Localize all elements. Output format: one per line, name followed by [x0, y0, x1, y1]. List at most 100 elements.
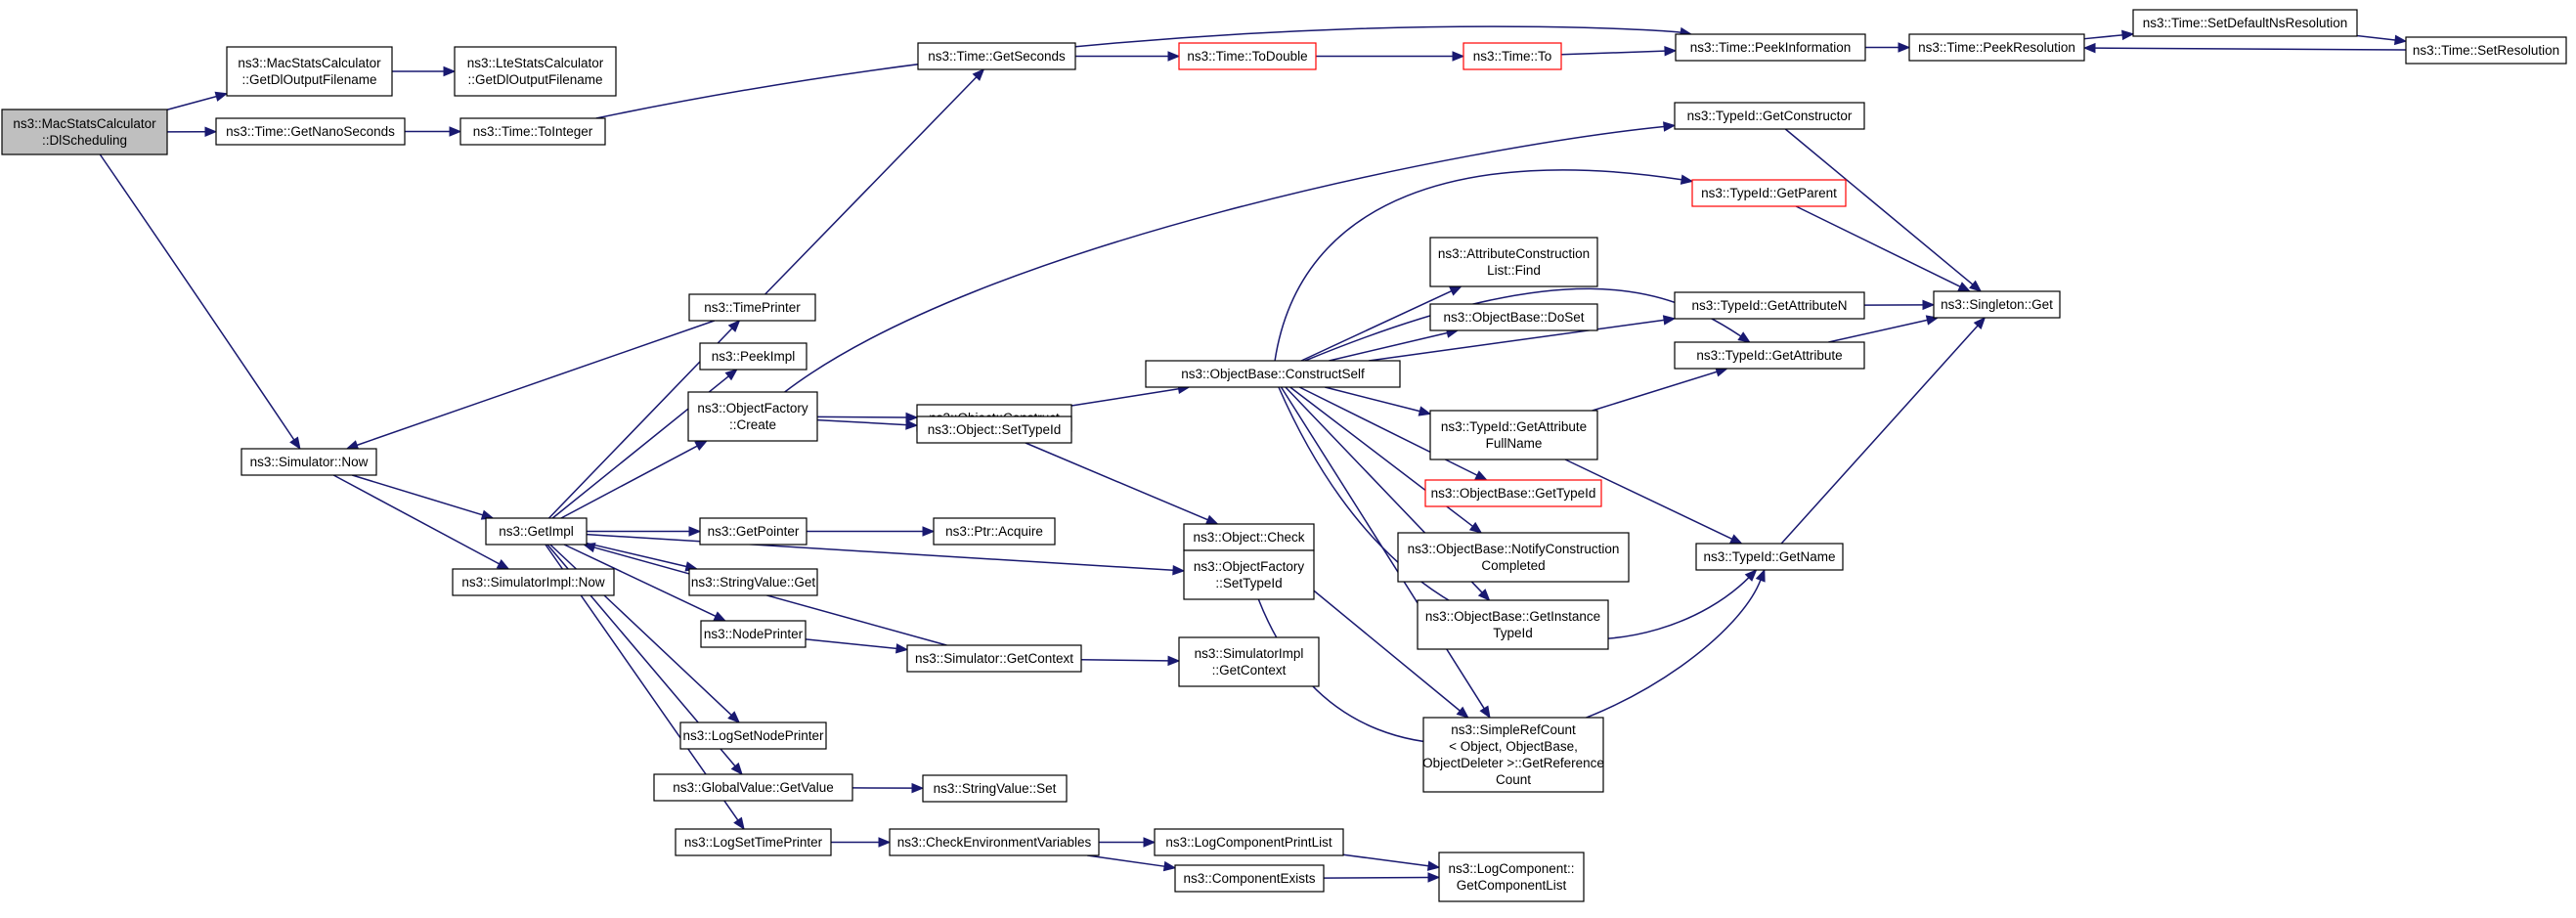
node-ns3-time-setresolution[interactable]: ns3::Time::SetResolution	[2405, 36, 2567, 65]
node-ns3-time-setdefaultnsresolution[interactable]: ns3::Time::SetDefaultNsResolution	[2132, 9, 2358, 37]
node-ns3-typeid-getname[interactable]: ns3::TypeId::GetName	[1695, 543, 1844, 571]
arrowhead-icon	[1427, 872, 1441, 883]
node-ns3-singleton-get[interactable]: ns3::Singleton::Get	[1933, 290, 2061, 319]
node-label: ns3::MacStatsCalculator	[13, 116, 156, 131]
node-box	[688, 568, 818, 596]
node-ns3-object-check[interactable]: ns3::Object::Check	[1183, 523, 1315, 551]
node-box	[1424, 479, 1602, 507]
call-edge-n6-to-n7	[1316, 51, 1465, 62]
call-edge-n25-to-n18	[1592, 367, 1728, 412]
call-edge-line	[1795, 205, 1961, 287]
node-label: ns3::ObjectFactory	[697, 401, 808, 415]
node-ns3-logsettimeprinter[interactable]: ns3::LogSetTimePrinter	[675, 828, 832, 856]
arrowhead-icon	[733, 816, 745, 831]
node-box	[1691, 179, 1847, 207]
node-ns3-time-todouble[interactable]: ns3::Time::ToDouble	[1178, 42, 1317, 70]
node-ns3-peekimpl[interactable]: ns3::PeekImpl	[699, 342, 808, 371]
node-label: GetComponentList	[1457, 878, 1567, 893]
node-ns3-object-settypeid[interactable]: ns3::Object::SetTypeId	[916, 415, 1072, 444]
node-label: ns3::ObjectBase::ConstructSelf	[1181, 367, 1365, 381]
node-ns3-simulatorimpl-now[interactable]: ns3::SimulatorImpl::Now	[452, 568, 615, 596]
node-ns3-simulatorimpl-getcontext[interactable]: ns3::SimulatorImpl::GetContext	[1178, 636, 1320, 687]
node-label: ns3::Time::To	[1473, 49, 1552, 64]
call-edge-n1-to-n2	[392, 66, 457, 77]
arrowhead-icon	[1898, 42, 1911, 53]
arrowhead-icon	[2393, 34, 2408, 46]
node-ns3-nodeprinter[interactable]: ns3::NodePrinter	[700, 620, 807, 648]
node-ns3-getimpl[interactable]: ns3::GetImpl	[485, 517, 588, 546]
node-ns3-simplerefcount-object-objectbase-objectdeleter-getreference-count[interactable]: ns3::SimpleRefCount< Object, ObjectBase,…	[1422, 717, 1604, 793]
node-ns3-typeid-getparent[interactable]: ns3::TypeId::GetParent	[1691, 179, 1847, 207]
node-ns3-ltestatscalculator-getdloutputfilename[interactable]: ns3::LteStatsCalculator::GetDlOutputFile…	[454, 46, 617, 97]
node-box	[452, 568, 615, 596]
node-ns3-logcomponentprintlist[interactable]: ns3::LogComponentPrintList	[1154, 828, 1344, 856]
node-ns3-simulator-getcontext[interactable]: ns3::Simulator::GetContext	[906, 644, 1082, 673]
node-box	[1422, 717, 1604, 793]
node-ns3-globalvalue-getvalue[interactable]: ns3::GlobalValue::GetValue	[653, 773, 853, 802]
call-edge-n10-to-n11	[2356, 34, 2408, 46]
arrowhead-icon	[1204, 514, 1219, 525]
node-ns3-typeid-getattribute[interactable]: ns3::TypeId::GetAttribute	[1674, 341, 1865, 370]
node-box	[687, 391, 818, 442]
node-ns3-time-to[interactable]: ns3::Time::To	[1463, 42, 1562, 70]
node-ns3-time-getseconds[interactable]: ns3::Time::GetSeconds	[917, 42, 1076, 70]
node-label: ns3::TypeId::GetConstructor	[1687, 109, 1853, 123]
node-ns3-time-tointeger[interactable]: ns3::Time::ToInteger	[459, 117, 606, 146]
arrowhead-icon	[1744, 569, 1758, 582]
node-ns3-objectfactory-settypeid[interactable]: ns3::ObjectFactory::SetTypeId	[1183, 549, 1315, 600]
node-ns3-objectbase-constructself[interactable]: ns3::ObjectBase::ConstructSelf	[1145, 360, 1401, 388]
node-box	[1183, 549, 1315, 600]
node-ns3-objectfactory-create[interactable]: ns3::ObjectFactory::Create	[687, 391, 818, 442]
node-box	[1674, 291, 1865, 320]
call-edge-line	[593, 546, 947, 646]
arrowhead-icon	[694, 440, 709, 452]
arrowhead-icon	[972, 68, 985, 81]
node-ns3-typeid-getconstructor[interactable]: ns3::TypeId::GetConstructor	[1674, 102, 1865, 130]
node-ns3-macstatscalculator-dlscheduling[interactable]: ns3::MacStatsCalculator::DlScheduling	[1, 109, 168, 155]
node-ns3-ptr-acquire[interactable]: ns3::Ptr::Acquire	[933, 517, 1056, 546]
node-ns3-objectbase-notifyconstruction-completed[interactable]: ns3::ObjectBase::NotifyConstructionCompl…	[1397, 532, 1630, 583]
node-ns3-macstatscalculator-getdloutputfilename[interactable]: ns3::MacStatsCalculator::GetDlOutputFile…	[226, 46, 393, 97]
arrowhead-icon	[2082, 42, 2096, 54]
node-ns3-logcomponent-getcomponentlist[interactable]: ns3::LogComponent::GetComponentList	[1438, 852, 1585, 902]
arrowhead-icon	[204, 126, 218, 137]
node-box	[1145, 360, 1401, 388]
node-label: ns3::PeekImpl	[712, 349, 796, 364]
call-edge-n30-to-n31	[807, 526, 936, 537]
call-edge-line	[816, 418, 907, 426]
node-ns3-getpointer[interactable]: ns3::GetPointer	[699, 517, 808, 546]
node-ns3-time-getnanoseconds[interactable]: ns3::Time::GetNanoSeconds	[215, 117, 406, 146]
node-ns3-logsetnodeprinter[interactable]: ns3::LogSetNodePrinter	[679, 721, 827, 750]
node-ns3-stringvalue-get[interactable]: ns3::StringValue::Get	[688, 568, 818, 596]
node-ns3-time-peekinformation[interactable]: ns3::Time::PeekInformation	[1675, 33, 1866, 62]
node-ns3-timeprinter[interactable]: ns3::TimePrinter	[688, 293, 816, 322]
node-label: ns3::Singleton::Get	[1941, 297, 2053, 312]
call-edge-n7-to-n8	[1560, 45, 1678, 57]
arrowhead-icon	[1449, 285, 1463, 296]
arrowhead-icon	[730, 762, 743, 776]
arrowhead-icon	[345, 440, 360, 451]
call-edge-n46-to-n48	[1087, 854, 1177, 872]
call-edge-n23-to-n14	[1300, 285, 1463, 362]
node-box	[485, 517, 588, 546]
node-ns3-time-peekresolution[interactable]: ns3::Time::PeekResolution	[1908, 33, 2085, 62]
node-ns3-simulator-now[interactable]: ns3::Simulator::Now	[240, 448, 377, 476]
call-edge-line	[99, 153, 295, 441]
node-ns3-checkenvironmentvariables[interactable]: ns3::CheckEnvironmentVariables	[889, 828, 1100, 856]
node-box	[675, 828, 832, 856]
node-box	[2132, 9, 2358, 37]
node-box	[1933, 290, 2061, 319]
arrowhead-icon	[727, 711, 741, 723]
node-ns3-typeid-getattributen[interactable]: ns3::TypeId::GetAttributeN	[1674, 291, 1865, 320]
node-ns3-componentexists[interactable]: ns3::ComponentExists	[1174, 864, 1325, 893]
node-label: ns3::Object::SetTypeId	[928, 422, 1062, 437]
node-ns3-objectbase-doset[interactable]: ns3::ObjectBase::DoSet	[1429, 303, 1598, 331]
node-ns3-objectbase-gettypeid[interactable]: ns3::ObjectBase::GetTypeId	[1424, 479, 1602, 507]
node-box	[916, 415, 1072, 444]
node-ns3-stringvalue-set[interactable]: ns3::StringValue::Set	[922, 774, 1068, 803]
node-label: FullName	[1486, 436, 1543, 451]
